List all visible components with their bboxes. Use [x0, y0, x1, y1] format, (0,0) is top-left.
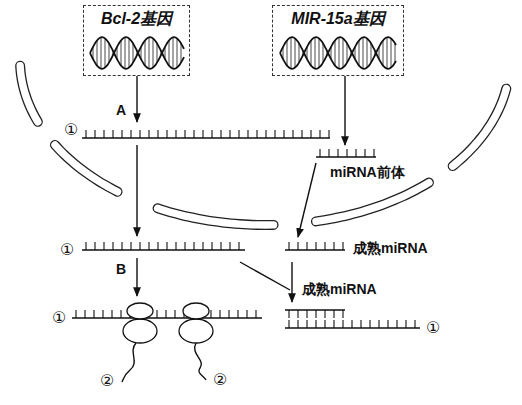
- gene-name: MIR-15a基因: [273, 9, 403, 30]
- callout-number: ②: [213, 371, 227, 389]
- process-arrow: [137, 76, 345, 302]
- callout-number: ①: [52, 309, 66, 327]
- step-letter: A: [116, 103, 126, 118]
- gene-box: Bcl-2基因: [83, 5, 190, 76]
- callout-number: ①: [426, 319, 440, 337]
- ribosome: [123, 303, 213, 343]
- peptide-chain: [122, 343, 206, 382]
- molecule-name: 成熟miRNA: [302, 282, 377, 297]
- gene-box: MIR-15a基因: [272, 5, 404, 76]
- callout-number: ①: [60, 241, 74, 259]
- callout-number: ①: [64, 121, 78, 139]
- molecule-name: miRNA前体: [330, 165, 405, 180]
- callout-number: ②: [100, 372, 114, 390]
- step-letter: B: [116, 262, 126, 277]
- rna-strand: [72, 130, 420, 328]
- nuclear-envelope: [20, 66, 506, 225]
- dna-helix: [90, 37, 396, 69]
- molecule-name: 成熟miRNA: [353, 241, 428, 256]
- gene-name: Bcl-2基因: [84, 9, 189, 30]
